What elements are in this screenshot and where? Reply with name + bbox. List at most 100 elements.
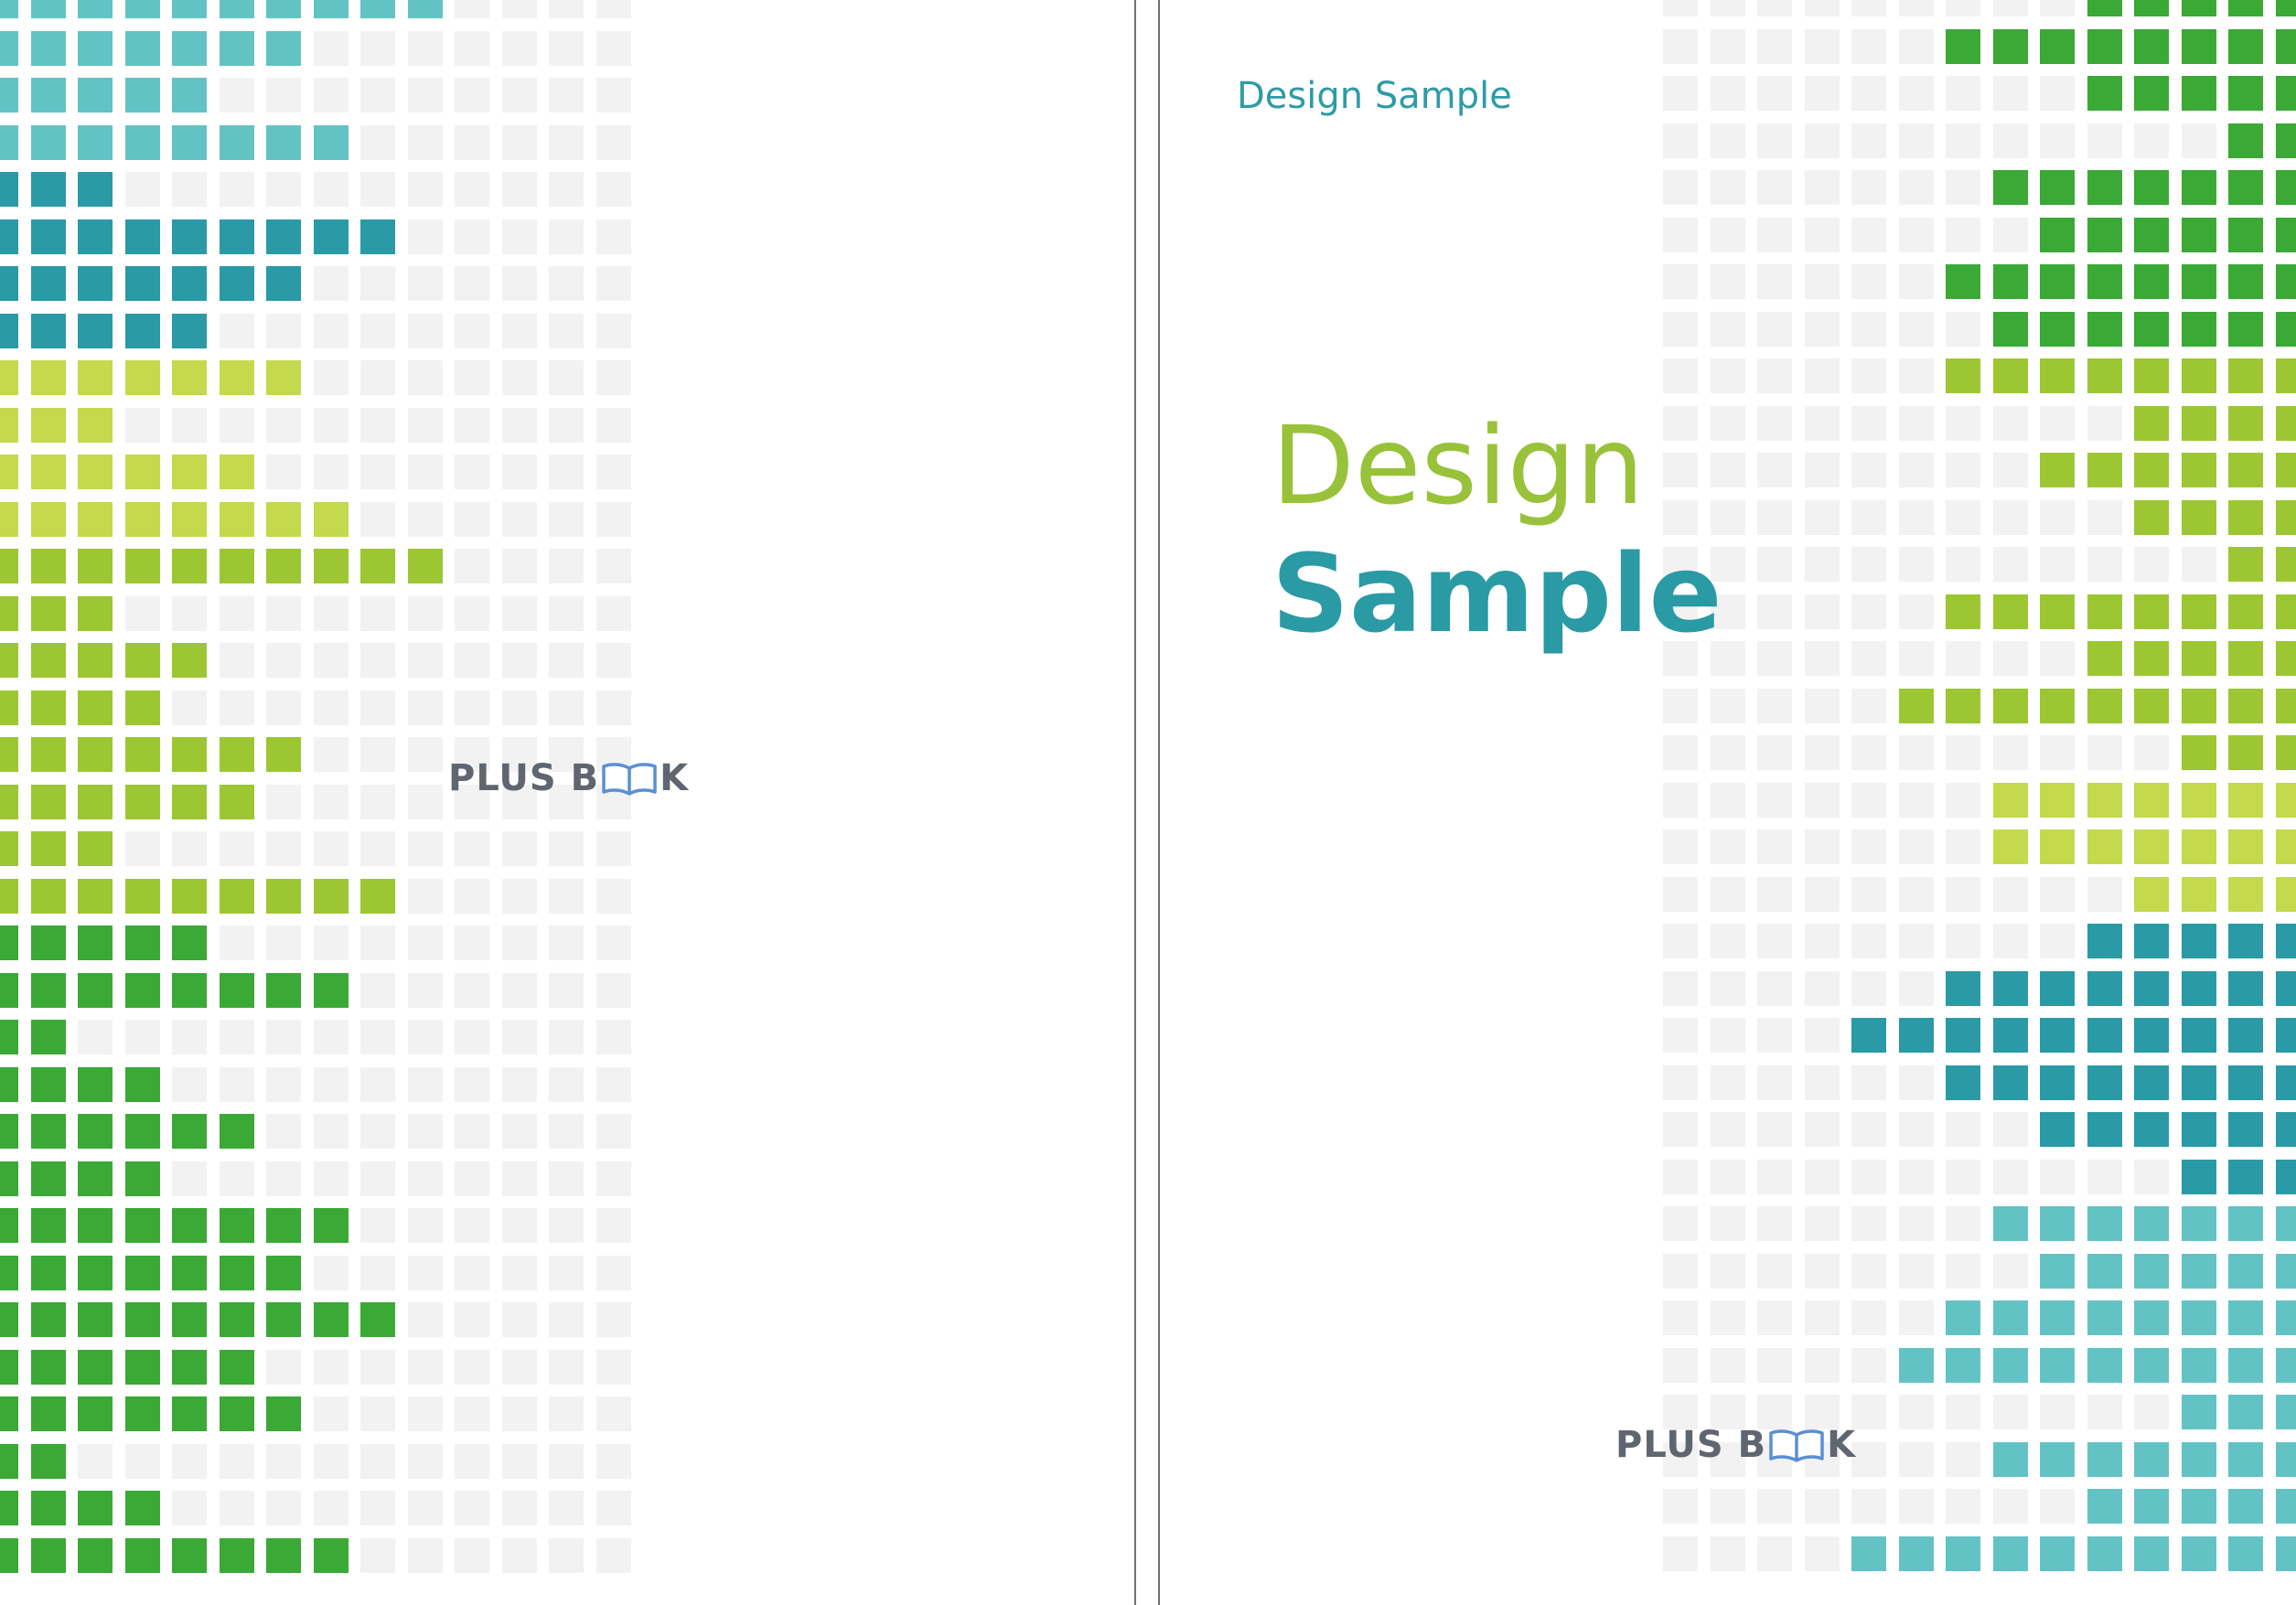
mosaic-cell	[1804, 1065, 1840, 1100]
mosaic-cell	[78, 0, 113, 18]
mosaic-cell	[2275, 594, 2296, 629]
mosaic-cell	[30, 124, 66, 160]
mosaic-cell	[2228, 924, 2263, 958]
mosaic-cell	[1992, 1489, 2028, 1524]
mosaic-cell	[219, 1255, 254, 1290]
mosaic-cell	[1946, 1159, 1980, 1194]
mosaic-cell	[1663, 0, 1698, 16]
mosaic-cell	[124, 926, 160, 960]
mosaic-cell	[266, 1066, 301, 1102]
mosaic-cell	[595, 643, 631, 678]
mosaic-cell	[124, 219, 160, 254]
mosaic-cell	[1898, 547, 1934, 582]
mosaic-cell	[2087, 1347, 2122, 1383]
mosaic-cell	[1851, 735, 1886, 770]
mosaic-cell	[1898, 1395, 1934, 1429]
mosaic-cell	[1710, 1065, 1745, 1100]
mosaic-cell	[1851, 1253, 1886, 1289]
mosaic-cell	[1898, 1441, 1934, 1477]
mosaic-cell	[30, 455, 66, 489]
mosaic-cell	[2228, 1300, 2263, 1335]
mosaic-cell	[2134, 1112, 2169, 1147]
mosaic-cell	[124, 1114, 160, 1149]
mosaic-cell	[595, 1208, 631, 1243]
mosaic-cell	[2087, 924, 2122, 958]
mosaic-cell	[2087, 358, 2122, 393]
mosaic-cell	[407, 972, 443, 1008]
mosaic-cell	[219, 737, 254, 772]
mosaic-cell	[266, 1020, 301, 1054]
mosaic-cell	[78, 313, 113, 348]
mosaic-cell	[30, 1537, 66, 1573]
mosaic-cell	[549, 501, 584, 537]
mosaic-cell	[2228, 1347, 2263, 1383]
mosaic-cell	[455, 549, 489, 583]
mosaic-cell	[2181, 970, 2216, 1006]
mosaic-cell	[313, 1443, 349, 1479]
mosaic-cell	[2087, 28, 2122, 64]
mosaic-cell	[455, 972, 489, 1008]
mosaic-cell	[1663, 829, 1698, 864]
mosaic-cell	[1946, 76, 1980, 111]
mosaic-cell	[1992, 76, 2028, 111]
mosaic-cell	[549, 266, 584, 301]
mosaic-cell	[549, 737, 584, 772]
mosaic-cell	[1757, 1489, 1792, 1524]
mosaic-cell	[1992, 1535, 2028, 1571]
mosaic-cell	[1663, 1535, 1698, 1571]
mosaic-cell	[78, 455, 113, 489]
mosaic-cell	[1757, 311, 1792, 347]
mosaic-cell	[1663, 594, 1698, 629]
mosaic-cell	[0, 926, 18, 960]
mosaic-cell	[549, 1349, 584, 1385]
mosaic-cell	[455, 78, 489, 112]
mosaic-cell	[1757, 1253, 1792, 1289]
mosaic-cell	[2087, 735, 2122, 770]
mosaic-cell	[1946, 1018, 1980, 1053]
mosaic-cell	[2228, 1206, 2263, 1241]
mosaic-cell	[1851, 76, 1886, 111]
mosaic-cell	[172, 501, 207, 537]
mosaic-cell	[172, 1066, 207, 1102]
mosaic-cell	[266, 1302, 301, 1337]
mosaic-cell	[1992, 170, 2028, 205]
mosaic-cell	[360, 595, 395, 631]
mosaic-cell	[2087, 499, 2122, 535]
mosaic-cell	[1663, 28, 1698, 64]
mosaic-cell	[2228, 1535, 2263, 1571]
mosaic-cell	[78, 784, 113, 819]
mosaic-cell	[2134, 123, 2169, 158]
mosaic-cell	[0, 1396, 18, 1431]
mosaic-cell	[2040, 688, 2075, 723]
mosaic-cell	[549, 972, 584, 1008]
mosaic-cell	[0, 878, 18, 914]
mosaic-cell	[2275, 311, 2296, 347]
mosaic-cell	[313, 0, 349, 18]
mosaic-cell	[1992, 1300, 2028, 1335]
mosaic-cell	[2181, 1395, 2216, 1429]
mosaic-cell	[1663, 311, 1698, 347]
mosaic-cell	[549, 124, 584, 160]
mosaic-cell	[1898, 499, 1934, 535]
mosaic-cell	[2134, 1206, 2169, 1241]
mosaic-cell	[219, 1020, 254, 1054]
mosaic-cell	[0, 549, 18, 583]
mosaic-cell	[455, 1208, 489, 1243]
mosaic-cell	[1757, 358, 1792, 393]
mosaic-cell	[549, 30, 584, 66]
mosaic-cell	[1898, 1347, 1934, 1383]
mosaic-cell	[2134, 735, 2169, 770]
mosaic-cell	[2040, 1206, 2075, 1241]
mosaic-cell	[407, 266, 443, 301]
mosaic-cell	[78, 690, 113, 725]
mosaic-cell	[1851, 170, 1886, 205]
mosaic-cell	[2275, 735, 2296, 770]
mosaic-cell	[2275, 1159, 2296, 1194]
mosaic-cell	[0, 0, 18, 18]
mosaic-cell	[2134, 547, 2169, 582]
mosaic-cell	[30, 0, 66, 18]
mosaic-cell	[407, 30, 443, 66]
mosaic-cell	[1804, 0, 1840, 16]
mosaic-cell	[1710, 924, 1745, 958]
mosaic-cell	[78, 1443, 113, 1479]
